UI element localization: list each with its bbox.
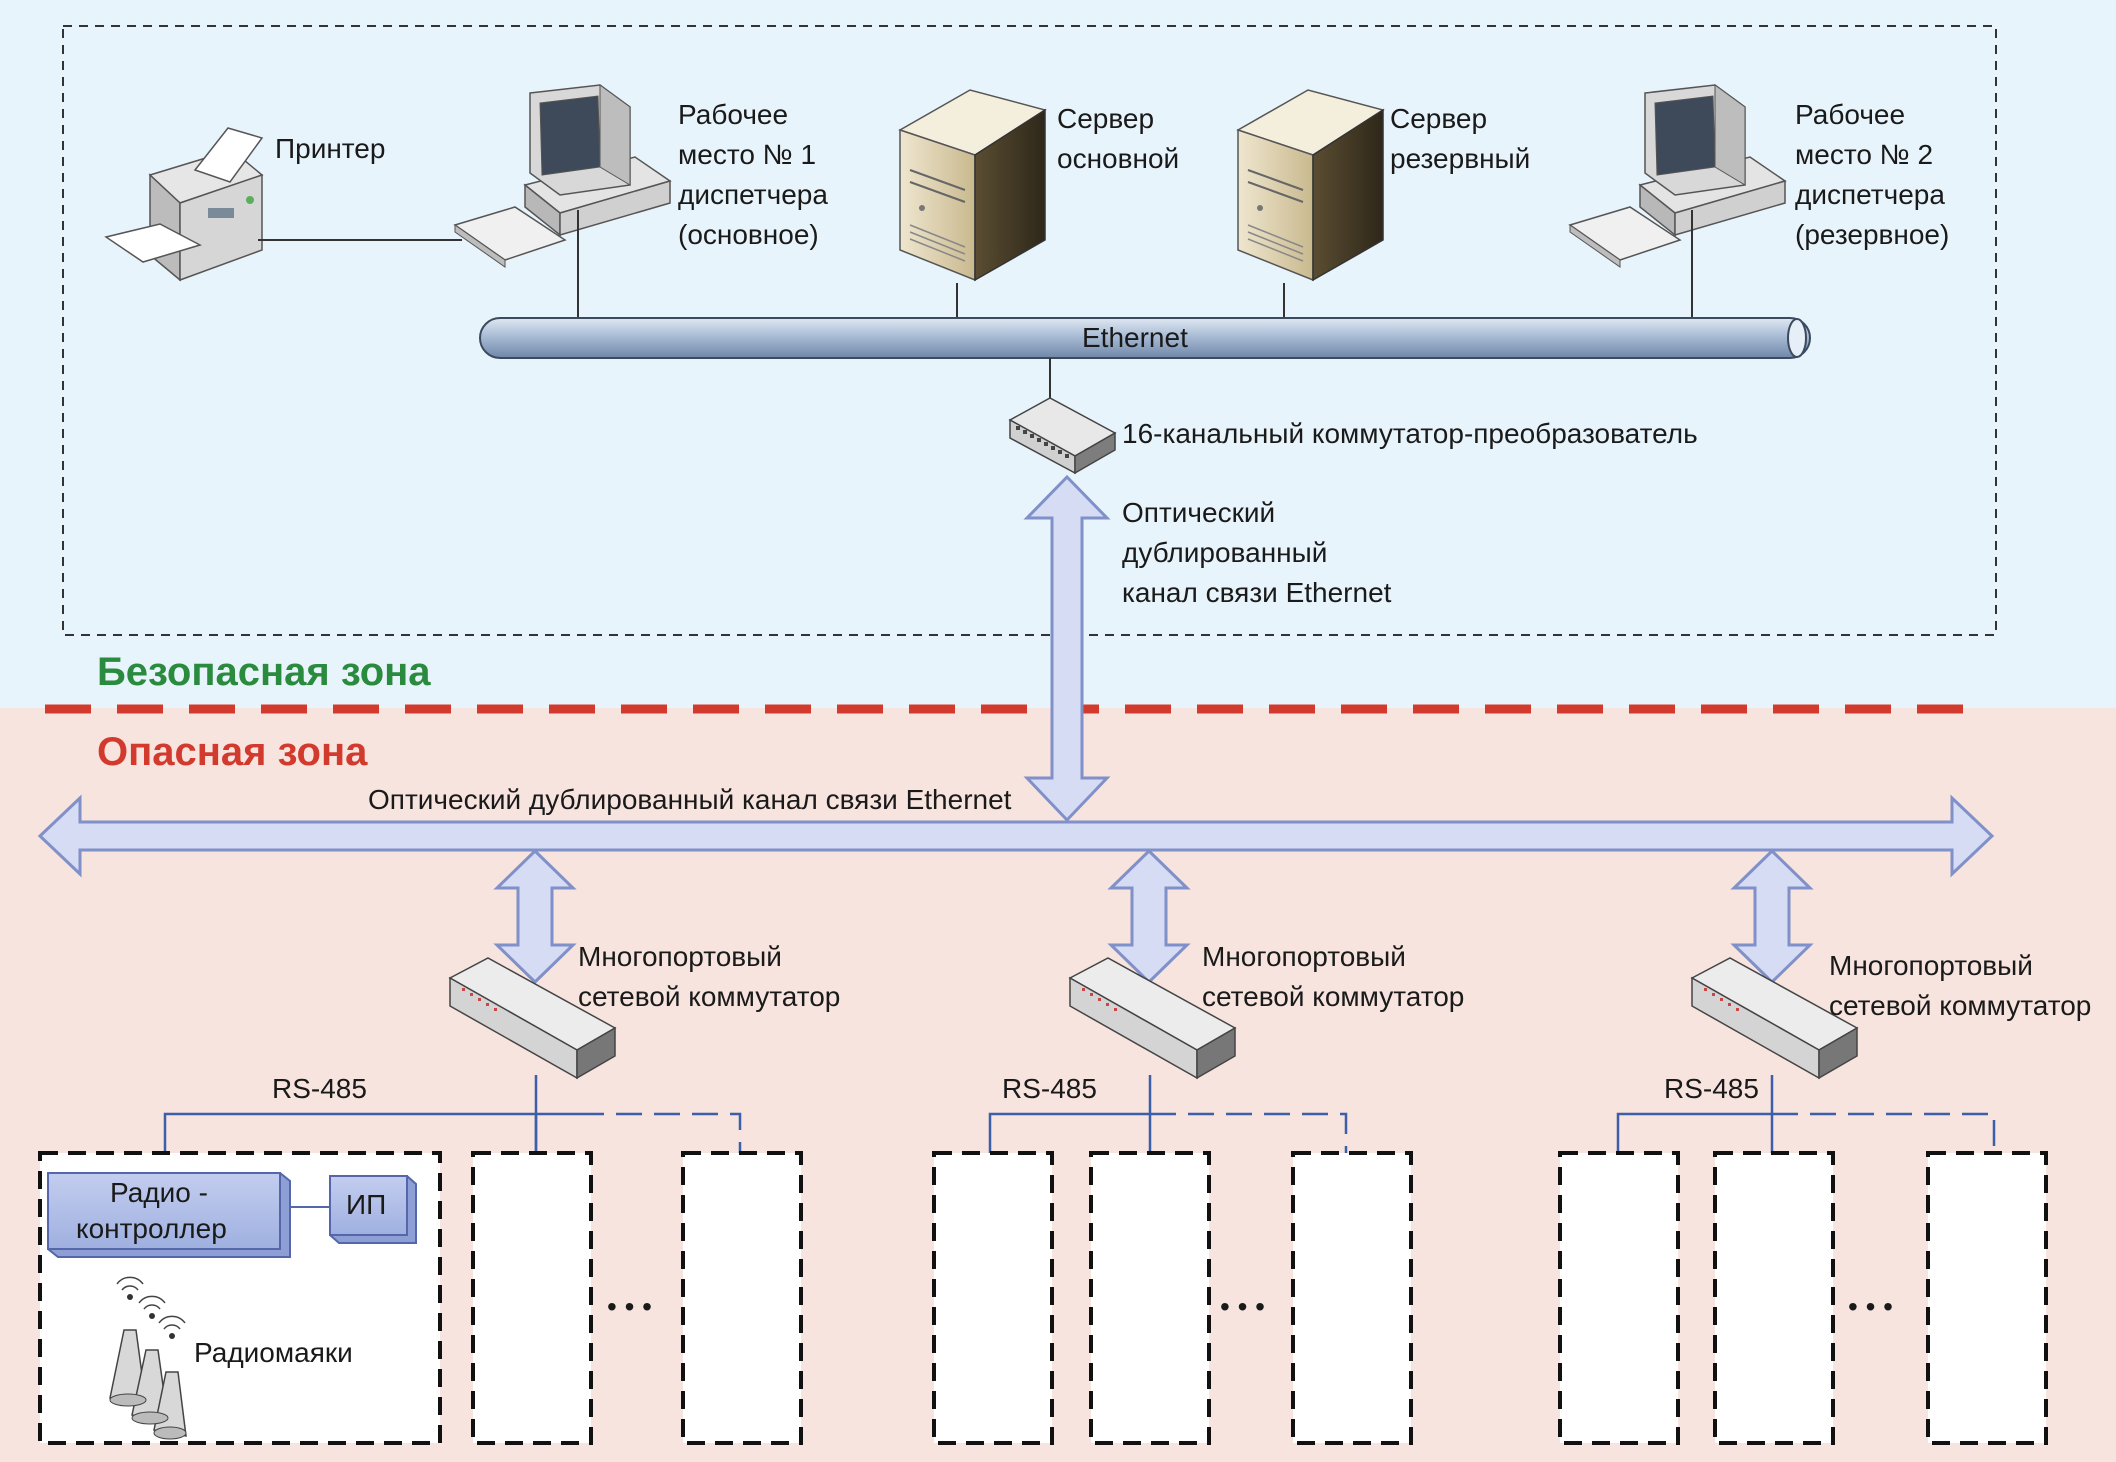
device-box-2-2 bbox=[1089, 1151, 1211, 1445]
radio-beacons-icon bbox=[109, 1276, 187, 1440]
rs485-lines-group-2 bbox=[988, 1075, 1348, 1153]
rs485-label-3: RS-485 bbox=[1664, 1073, 1759, 1104]
rs485-lines-group-1 bbox=[163, 1075, 742, 1168]
server-main-label: Сервер основной bbox=[1057, 103, 1179, 174]
device-box-3-2 bbox=[1713, 1151, 1835, 1445]
switch-3-label: Многопортовый сетевой коммутатор bbox=[1829, 950, 2091, 1021]
power-supply-label: ИП bbox=[346, 1189, 386, 1220]
workstation-1-icon bbox=[453, 84, 672, 268]
device-box-1-2 bbox=[471, 1151, 593, 1445]
server-main-icon bbox=[898, 89, 1047, 282]
ellipsis-1: • • • bbox=[607, 1291, 652, 1322]
switch-2-icon bbox=[1068, 957, 1237, 1080]
server-reserve-icon bbox=[1236, 89, 1385, 282]
switch-2-label: Многопортовый сетевой коммутатор bbox=[1202, 941, 1464, 1012]
workstation-1-label: Рабочее место № 1 диспетчера (основное) bbox=[678, 99, 836, 250]
ethernet-label: Ethernet bbox=[1082, 322, 1188, 353]
ellipsis-2: • • • bbox=[1220, 1291, 1265, 1322]
optical-vertical-label: Оптический дублированный канал связи Eth… bbox=[1122, 497, 1392, 608]
workstation-2-icon bbox=[1568, 84, 1787, 268]
safe-zone-label: Безопасная зона bbox=[97, 650, 431, 694]
power-supply bbox=[329, 1175, 417, 1244]
printer-icon bbox=[104, 127, 264, 282]
switch-3-icon bbox=[1690, 957, 1859, 1080]
ellipsis-3: • • • bbox=[1848, 1291, 1893, 1322]
switch-1-arrow bbox=[493, 848, 577, 985]
device-box-1-3 bbox=[681, 1151, 803, 1445]
ethernet-bus bbox=[479, 317, 1811, 359]
workstation-2-label: Рабочее место № 2 диспетчера (резервное) bbox=[1795, 99, 1953, 250]
optical-horizontal-arrow bbox=[37, 794, 1995, 878]
switch-1-label: Многопортовый сетевой коммутатор bbox=[578, 941, 840, 1012]
printer-label: Принтер bbox=[275, 133, 385, 164]
radio-controller-label: Радио - контроллер bbox=[76, 1177, 227, 1244]
danger-zone-label: Опасная зона bbox=[97, 730, 368, 774]
radio-controller bbox=[47, 1172, 291, 1258]
rs485-label-1: RS-485 bbox=[272, 1073, 367, 1104]
device-box-2-3 bbox=[1291, 1151, 1413, 1445]
device-box-3-3 bbox=[1926, 1151, 2048, 1445]
switch-1-icon bbox=[448, 957, 617, 1080]
converter-icon bbox=[1008, 397, 1117, 475]
optical-vertical-arrow bbox=[1023, 474, 1111, 823]
converter-label: 16-канальный коммутатор-преобразователь bbox=[1122, 418, 1698, 449]
control-room-frame bbox=[62, 25, 1997, 636]
rs485-lines-group-3 bbox=[1616, 1075, 1996, 1153]
rs485-label-2: RS-485 bbox=[1002, 1073, 1097, 1104]
beacons-label: Радиомаяки bbox=[194, 1337, 353, 1368]
server-reserve-label: Сервер резервный bbox=[1390, 103, 1530, 174]
device-box-3-1 bbox=[1558, 1151, 1680, 1445]
device-box-2-1 bbox=[932, 1151, 1054, 1445]
optical-horizontal-label: Оптический дублированный канал связи Eth… bbox=[368, 784, 1012, 815]
